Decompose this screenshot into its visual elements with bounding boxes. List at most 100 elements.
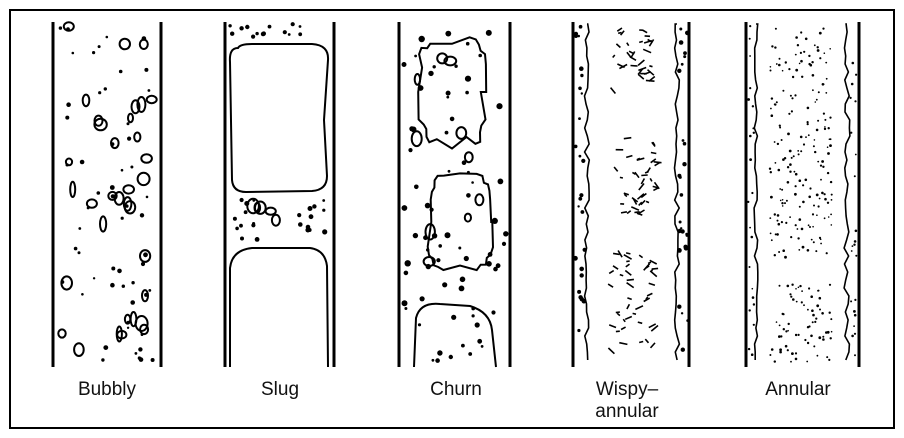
small-bubble [122, 285, 125, 288]
entrained-droplet [826, 356, 828, 358]
entrained-droplet [780, 200, 782, 202]
liquid-droplet [451, 315, 456, 320]
film-droplet [752, 105, 754, 107]
entrained-droplet [812, 226, 814, 228]
wisp [621, 212, 627, 213]
bubble [87, 199, 97, 207]
entrained-droplet [774, 213, 776, 215]
entrained-droplet [777, 143, 779, 145]
liquid-droplet [426, 264, 431, 269]
entrained-droplet [824, 193, 826, 195]
entrained-droplet [789, 163, 792, 166]
entrained-droplet [778, 335, 781, 338]
entrained-droplet [778, 169, 781, 172]
film-droplet [677, 69, 681, 73]
liquid-droplet [423, 235, 428, 240]
small-bubble [268, 25, 272, 29]
liquid-droplet [418, 323, 421, 326]
entrained-droplet [812, 314, 815, 317]
entrained-droplet [816, 99, 818, 101]
taylor-bubble [230, 248, 328, 367]
small-bubble [144, 293, 148, 297]
film-droplet [853, 244, 855, 246]
film-droplet [579, 193, 583, 197]
entrained-droplet [790, 95, 792, 97]
entrained-droplet [820, 165, 822, 167]
liquid-droplet [467, 171, 470, 174]
entrained-droplet [787, 349, 789, 351]
film-droplet [579, 66, 584, 71]
bubble [465, 152, 473, 162]
entrained-droplet [798, 334, 800, 336]
small-bubble [98, 45, 101, 48]
small-bubble [138, 356, 141, 359]
small-bubble [283, 30, 287, 34]
entrained-droplet [818, 91, 820, 93]
entrained-droplet [795, 334, 797, 336]
entrained-droplet [795, 352, 797, 354]
entrained-droplet [798, 249, 800, 251]
small-bubble [142, 36, 147, 41]
wisp [617, 28, 622, 31]
wisp [651, 343, 656, 348]
wisp [639, 41, 643, 42]
wisp [638, 74, 644, 79]
entrained-droplet [801, 301, 803, 303]
liquid-droplet [402, 205, 408, 211]
entrained-droplet [816, 194, 819, 197]
small-bubble [111, 267, 115, 271]
entrained-droplet [809, 187, 811, 189]
film-droplet [578, 117, 581, 120]
entrained-droplet [799, 206, 801, 208]
liquid-droplet [408, 148, 412, 152]
bubble [136, 316, 148, 331]
small-bubble [144, 68, 148, 72]
entrained-droplet [813, 241, 815, 243]
entrained-droplet [771, 239, 773, 241]
entrained-droplet [803, 143, 805, 145]
film-droplet [581, 159, 585, 163]
small-bubble [78, 251, 81, 254]
entrained-droplet [827, 146, 829, 148]
small-bubble [130, 166, 133, 169]
small-bubble [103, 345, 108, 350]
film-droplet [753, 132, 755, 134]
entrained-droplet [795, 358, 798, 361]
small-bubble [72, 52, 75, 55]
liquid-droplet [496, 263, 501, 268]
film-droplet [578, 295, 582, 299]
entrained-droplet [811, 61, 813, 63]
entrained-droplet [788, 68, 790, 70]
wisp [613, 55, 615, 58]
film-droplet [753, 324, 755, 326]
liquid-droplet [432, 233, 437, 238]
small-bubble [121, 217, 124, 220]
film-droplet [677, 248, 682, 253]
entrained-droplet [795, 54, 797, 56]
liquid-droplet [442, 282, 447, 287]
entrained-droplet [829, 144, 832, 147]
bubble [58, 329, 65, 337]
small-bubble [143, 252, 148, 257]
wisp [627, 43, 629, 46]
small-bubble [299, 25, 302, 28]
wisp [643, 49, 651, 52]
wisp [608, 284, 613, 287]
label-churn: Churn [386, 379, 526, 401]
small-bubble [87, 207, 90, 210]
entrained-droplet [822, 28, 824, 30]
entrained-droplet [825, 62, 827, 64]
wisp [609, 325, 616, 328]
entrained-droplet [769, 217, 771, 219]
small-bubble [297, 213, 301, 217]
small-bubble [239, 224, 243, 228]
liquid-droplet [478, 54, 482, 58]
entrained-droplet [811, 309, 814, 312]
film-droplet [854, 354, 856, 356]
film-droplet [683, 51, 687, 55]
liquid-droplet [432, 359, 435, 362]
wisp [627, 52, 631, 57]
bubble [266, 208, 276, 215]
entrained-droplet [818, 336, 821, 339]
entrained-droplet [824, 52, 826, 54]
